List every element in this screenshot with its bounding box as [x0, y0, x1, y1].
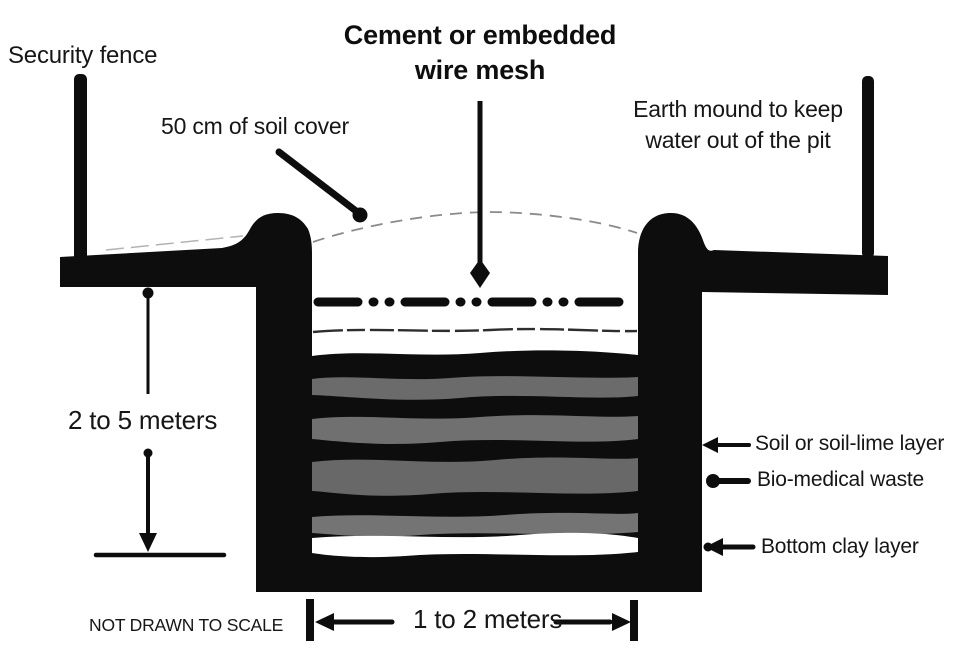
earth-mound-label-line2: water out of the pit: [645, 127, 831, 153]
biomedical-waste-arrow: [706, 474, 751, 488]
biomedical-waste-label: Bio-medical waste: [757, 468, 924, 491]
bottom-clay-layer-arrow: [703, 538, 756, 556]
waste-gray-band-3: [312, 457, 638, 496]
width-dimension-arrow: [306, 599, 638, 641]
diagram-title-line2: wire mesh: [414, 55, 546, 85]
waste-gray-band-4: [312, 512, 638, 537]
waste-layer-stack: [312, 350, 638, 558]
pit-left-wall-and-ground: [60, 213, 312, 592]
depth-dimension-label: 2 to 5 meters: [68, 405, 218, 435]
bottom-clay-layer-label: Bottom clay layer: [761, 535, 919, 558]
waste-gray-band-2: [312, 415, 638, 444]
soil-lime-layer-arrow: [702, 437, 751, 453]
width-dimension-label: 1 to 2 meters: [413, 604, 563, 634]
security-fence-label: Security fence: [8, 42, 158, 69]
soil-cover-label: 50 cm of soil cover: [161, 113, 349, 139]
waste-gray-band-1: [312, 376, 638, 400]
soil-cover-arrow: [275, 148, 368, 223]
earth-mound-label: Earth mound to keep water out of the pit: [606, 94, 870, 156]
earth-mound-label-line1: Earth mound to keep: [633, 96, 843, 122]
soil-lime-layer-label: Soil or soil-lime layer: [755, 432, 945, 455]
depth-dimension-arrow: [93, 287, 227, 558]
mound-dashed-outline: [312, 211, 638, 243]
pit-right-wall-and-ground: [638, 212, 888, 592]
soil-cover-line: [312, 327, 638, 334]
mound-outline-left-segment: [105, 235, 244, 251]
diagram-title: Cement or embedded wire mesh: [329, 18, 631, 88]
pit-bottom-slab: [256, 556, 702, 592]
not-drawn-to-scale-note: NOT DRAWN TO SCALE: [89, 615, 284, 635]
fence-post-left: [74, 74, 87, 266]
bottom-clay-band: [312, 532, 638, 558]
fence-post-right: [862, 76, 874, 258]
wire-mesh-arrow: [470, 101, 490, 288]
diagram-title-line1: Cement or embedded: [343, 20, 617, 50]
waste-stack-black-base: [312, 350, 638, 556]
